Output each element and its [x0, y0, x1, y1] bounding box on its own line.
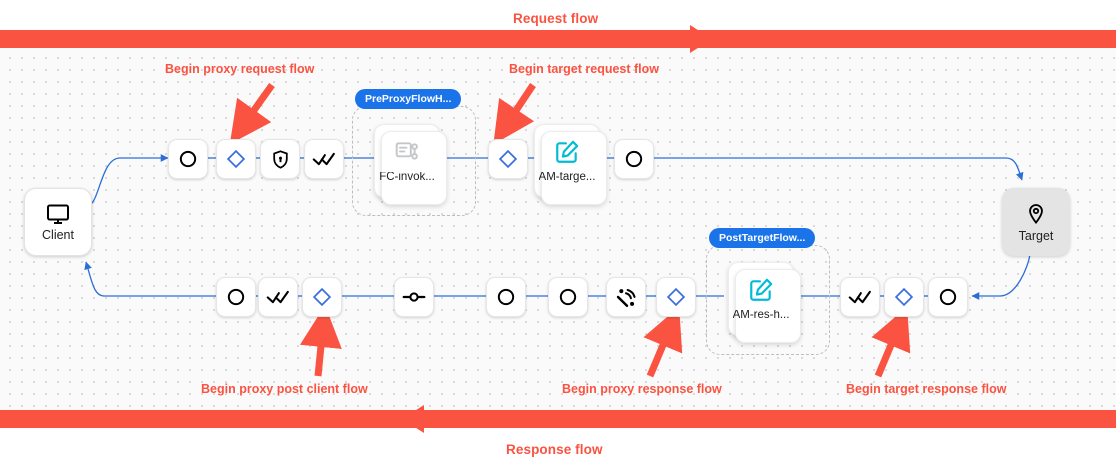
- annotation-arrow-begin-target-request-flow: [493, 83, 536, 145]
- policy-am-res-h[interactable]: AM-res-h...: [728, 262, 801, 343]
- annotation-arrow-begin-proxy-request-flow: [229, 82, 275, 145]
- diamond-icon: [894, 287, 914, 307]
- annotation-begin-proxy-response-flow: Begin proxy response flow: [562, 382, 722, 396]
- policy-am-target[interactable]: AM-targe...: [534, 124, 607, 205]
- step-req-start[interactable]: [168, 139, 208, 179]
- annotation-arrow-begin-proxy-response-flow: [643, 306, 683, 378]
- annotation-begin-proxy-request-flow: Begin proxy request flow: [165, 62, 315, 76]
- step-res-proxy-flow[interactable]: [656, 277, 696, 317]
- monitor-icon: [45, 202, 71, 226]
- annotation-begin-target-request-flow: Begin target request flow: [509, 62, 660, 76]
- circle-icon: [938, 287, 958, 307]
- policy-am-target-label: AM-targe...: [538, 171, 596, 183]
- group-chip-preproxyflowhook[interactable]: PreProxyFlowH...: [355, 89, 462, 109]
- response-flow-arrowhead: [402, 405, 424, 433]
- step-req-security[interactable]: [260, 139, 300, 179]
- endpoint-client-label: Client: [42, 228, 74, 243]
- request-flow-arrowhead: [690, 25, 712, 53]
- shield-lock-icon: [270, 149, 291, 170]
- step-req-checks[interactable]: [304, 139, 344, 179]
- circle-icon: [496, 287, 516, 307]
- circle-icon: [558, 287, 578, 307]
- step-res-target-checks[interactable]: [840, 277, 880, 317]
- circle-icon: [624, 149, 644, 169]
- step-res-circle-a[interactable]: [486, 277, 526, 317]
- step-res-target-start[interactable]: [928, 277, 968, 317]
- response-flow-label: Response flow: [506, 442, 603, 457]
- double-check-icon: [848, 287, 872, 307]
- group-chip-posttargetflowhook[interactable]: PostTargetFlow...: [709, 228, 816, 248]
- policy-fc-invoke[interactable]: FC-invok...: [374, 124, 447, 205]
- assign-message-icon: [748, 277, 774, 303]
- assign-message-icon: [554, 139, 580, 165]
- step-req-proxy-flow[interactable]: [216, 139, 256, 179]
- step-res-post-client-flow[interactable]: [302, 277, 342, 317]
- annotation-begin-proxy-post-client-flow: Begin proxy post client flow: [201, 382, 368, 396]
- step-req-target-flow[interactable]: [488, 139, 528, 179]
- diamond-icon: [498, 149, 518, 169]
- location-pin-icon: [1025, 201, 1047, 227]
- endpoint-client[interactable]: Client: [24, 188, 92, 256]
- double-check-icon: [312, 149, 336, 169]
- step-req-target-end[interactable]: [614, 139, 654, 179]
- step-res-target-flow[interactable]: [884, 277, 924, 317]
- policy-am-res-h-label: AM-res-h...: [732, 309, 790, 321]
- diamond-icon: [226, 149, 246, 169]
- request-flow-label: Request flow: [513, 11, 599, 26]
- diagram-canvas[interactable]: [0, 48, 1116, 410]
- step-res-analytics[interactable]: [606, 277, 646, 317]
- node-link-icon: [402, 289, 426, 305]
- circle-icon: [178, 149, 198, 169]
- step-res-client-checks[interactable]: [258, 277, 298, 317]
- diamond-icon: [666, 287, 686, 307]
- double-check-icon: [266, 287, 290, 307]
- signal-broadcast-icon: [615, 286, 638, 309]
- step-res-circle-b[interactable]: [548, 277, 588, 317]
- request-flow-bar: [0, 30, 1116, 48]
- endpoint-target[interactable]: Target: [1002, 188, 1070, 256]
- annotation-begin-target-response-flow: Begin target response flow: [846, 382, 1007, 396]
- circle-icon: [226, 287, 246, 307]
- annotation-arrow-begin-target-response-flow: [871, 306, 911, 378]
- endpoint-target-label: Target: [1018, 229, 1054, 244]
- diamond-icon: [312, 287, 332, 307]
- annotation-arrow-begin-proxy-post-client-flow: [300, 305, 342, 377]
- response-flow-bar: [0, 410, 1116, 428]
- policy-fc-invoke-label: FC-invok...: [379, 171, 435, 183]
- step-res-client-start[interactable]: [216, 277, 256, 317]
- step-res-node[interactable]: [394, 277, 434, 317]
- flow-callout-icon: [394, 139, 420, 165]
